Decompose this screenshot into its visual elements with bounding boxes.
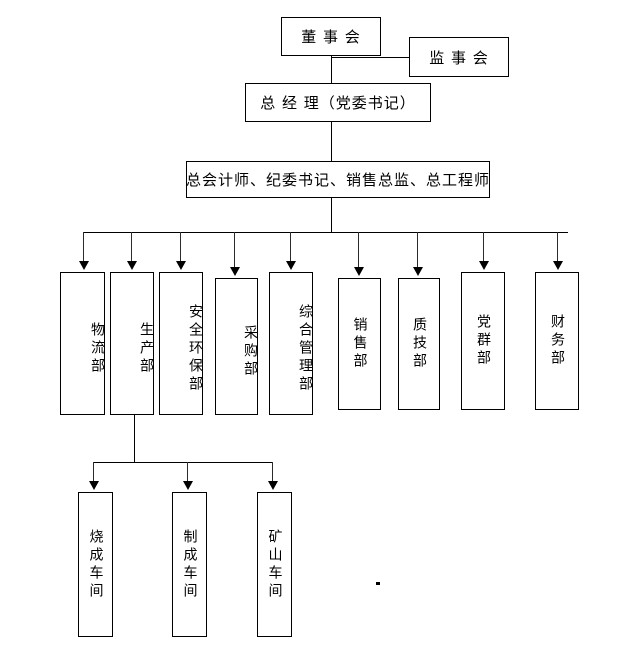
connector-production-drop <box>134 415 135 462</box>
box-executives[interactable]: 总会计师、纪委书记、销售总监、总工程师 <box>186 161 490 198</box>
connector-department-bus <box>83 232 568 233</box>
box-workshop-arrow-head-icon <box>89 481 99 490</box>
box-department-arrow-head-icon <box>413 267 423 276</box>
box-department-8-label: 财务部 <box>549 314 565 368</box>
box-department-arrow-head-icon <box>354 267 364 276</box>
box-department-arrow-shaft <box>131 232 132 262</box>
connector-board-spine <box>331 56 332 83</box>
box-department-1-label: 生产部 <box>138 321 154 376</box>
box-department-arrow-head-icon <box>79 261 89 270</box>
box-department-7[interactable]: 党群部 <box>461 272 505 410</box>
box-department-arrow-shaft <box>234 232 235 268</box>
box-department-2-label: 安全环保部 <box>187 303 203 394</box>
box-department-arrow-shaft <box>180 232 181 262</box>
box-department-5[interactable]: 销售部 <box>338 278 381 410</box>
box-department-arrow-shaft <box>290 232 291 262</box>
box-department-0-label: 物流部 <box>89 321 105 376</box>
box-department-arrow-head-icon <box>176 261 186 270</box>
box-workshop-arrow-shaft <box>93 462 94 482</box>
box-workshop-2-label: 矿山车间 <box>266 528 283 601</box>
box-department-4-label: 综合管理部 <box>297 303 313 394</box>
box-workshop-0[interactable]: 烧成车间 <box>78 492 113 637</box>
box-board-of-directors[interactable]: 董 事 会 <box>281 17 381 56</box>
connector-gm-to-executives <box>331 122 332 161</box>
box-board-of-directors-label: 董 事 会 <box>301 28 361 46</box>
box-department-5-label: 销售部 <box>351 317 368 371</box>
box-department-2[interactable]: 安全环保部 <box>159 272 203 415</box>
connector-workshop-bus <box>93 462 273 463</box>
box-department-arrow-head-icon <box>553 261 563 270</box>
box-department-arrow-head-icon <box>479 261 489 270</box>
box-board-of-supervisors-label: 监 事 会 <box>429 48 489 67</box>
box-department-3[interactable]: 采购部 <box>215 278 258 415</box>
box-workshop-arrow-head-icon <box>183 481 193 490</box>
box-workshop-arrow-head-icon <box>268 481 278 490</box>
box-department-arrow-head-icon <box>230 267 240 276</box>
box-workshop-1[interactable]: 制成车间 <box>172 492 207 637</box>
connector-executives-to-dept-bus <box>331 198 332 232</box>
box-department-arrow-shaft <box>358 232 359 268</box>
box-department-3-label: 采购部 <box>242 324 258 379</box>
box-workshop-arrow-shaft <box>272 462 273 482</box>
box-executives-label: 总会计师、纪委书记、销售总监、总工程师 <box>186 171 491 189</box>
box-department-arrow-head-icon <box>286 261 296 270</box>
box-workshop-1-label: 制成车间 <box>181 528 198 601</box>
box-department-7-label: 党群部 <box>475 314 491 368</box>
box-department-6-label: 质技部 <box>411 317 427 371</box>
box-department-arrow-shaft <box>557 232 558 262</box>
box-workshop-0-label: 烧成车间 <box>87 528 104 601</box>
box-department-arrow-shaft <box>417 232 418 268</box>
box-department-1[interactable]: 生产部 <box>110 272 154 415</box>
box-general-manager[interactable]: 总 经 理（党委书记） <box>245 83 431 122</box>
stray-dot-artifact <box>376 582 380 585</box>
box-general-manager-label: 总 经 理（党委书记） <box>260 94 416 112</box>
box-department-4[interactable]: 综合管理部 <box>269 272 313 415</box>
box-workshop-2[interactable]: 矿山车间 <box>257 492 292 637</box>
box-board-of-supervisors[interactable]: 监 事 会 <box>409 37 509 77</box>
box-department-8[interactable]: 财务部 <box>535 272 579 410</box>
box-workshop-arrow-shaft <box>187 462 188 482</box>
connector-board-to-supervisors <box>331 57 409 58</box>
box-department-arrow-shaft <box>83 232 84 262</box>
box-department-arrow-head-icon <box>127 261 137 270</box>
box-department-6[interactable]: 质技部 <box>398 278 440 410</box>
box-department-arrow-shaft <box>483 232 484 262</box>
box-department-0[interactable]: 物流部 <box>60 272 105 415</box>
